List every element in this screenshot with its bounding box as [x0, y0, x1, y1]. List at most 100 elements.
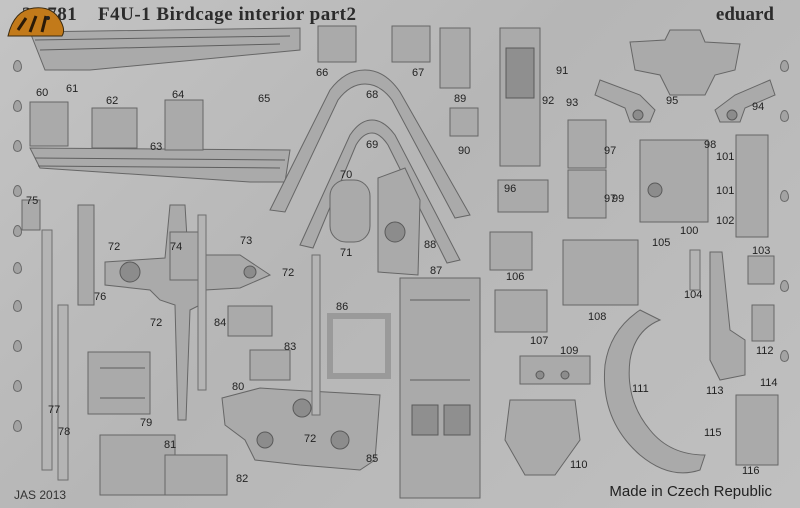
- sprue-drop: [13, 185, 22, 197]
- part-79-panel: [87, 351, 151, 415]
- part-number: 92: [542, 95, 555, 107]
- part-number: 68: [366, 89, 379, 101]
- part-96: [497, 179, 549, 213]
- part-number: 70: [340, 169, 353, 181]
- part-number: 104: [684, 289, 703, 301]
- part-95-frame: [629, 29, 741, 96]
- part-77-rail: [41, 229, 53, 471]
- part-number: 82: [236, 473, 249, 485]
- part-number: 85: [366, 453, 379, 465]
- part-number: 64: [172, 89, 185, 101]
- part-number: 110: [570, 459, 588, 471]
- part-number: 72: [150, 317, 163, 329]
- part-67: [391, 25, 431, 63]
- part-number: 69: [366, 139, 379, 151]
- part-number: 87: [430, 265, 443, 277]
- part-115-116: [735, 394, 779, 466]
- part-number: 73: [240, 235, 253, 247]
- part-number: 93: [566, 97, 579, 109]
- part-78-rail: [57, 304, 69, 481]
- sprue-drop: [13, 300, 22, 312]
- sprue-drop: [780, 350, 789, 362]
- part-104: [689, 249, 701, 291]
- sprue-drop: [13, 262, 22, 274]
- part-number: 105: [652, 237, 671, 249]
- sprue-drop: [13, 420, 22, 432]
- part-number: 61: [66, 83, 79, 95]
- part-number: 88: [424, 239, 437, 251]
- origin-label: Made in Czech Republic: [609, 483, 772, 500]
- part-103: [747, 255, 775, 285]
- part-number: 63: [150, 141, 163, 153]
- part-number: 109: [560, 345, 579, 357]
- part-113-strip: [709, 251, 746, 381]
- part-number: 86: [336, 301, 349, 313]
- part-number: 75: [26, 195, 39, 207]
- part-75: [21, 199, 41, 231]
- part-number: 94: [752, 101, 765, 113]
- part-number: 74: [170, 241, 183, 253]
- sprue-drop: [13, 225, 22, 237]
- part-number: 84: [214, 317, 227, 329]
- part-number: 96: [504, 183, 517, 195]
- part-number: 111: [632, 383, 649, 395]
- part-number: 76: [94, 291, 107, 303]
- part-number: 114: [760, 377, 778, 389]
- part-83: [249, 349, 291, 381]
- part-93-arm: [594, 79, 656, 123]
- part-number: 66: [316, 67, 329, 79]
- part-number: 95: [666, 95, 679, 107]
- tiger-logo: [7, 7, 65, 37]
- sprue-drop: [13, 340, 22, 352]
- part-number: 83: [284, 341, 297, 353]
- part-number: 90: [458, 145, 471, 157]
- part-62: [91, 107, 138, 149]
- part-85-plate: [221, 387, 381, 471]
- part-81: [99, 434, 176, 496]
- part-number: 97: [604, 145, 617, 157]
- part-number: 97: [604, 193, 617, 205]
- part-number: 101: [716, 185, 735, 197]
- part-76: [77, 204, 95, 306]
- sprue-drop: [13, 60, 22, 72]
- sprue-drop: [13, 100, 22, 112]
- set-title: F4U-1 Birdcage interior part2: [98, 4, 357, 25]
- part-number: 107: [530, 335, 549, 347]
- sprue-drop: [780, 190, 789, 202]
- part-97b: [567, 169, 607, 219]
- sprue-drop: [13, 380, 22, 392]
- part-100-box: [639, 139, 709, 223]
- part-88-panel: [377, 167, 421, 276]
- part-number: 106: [506, 271, 525, 283]
- part-number: 112: [756, 345, 774, 357]
- part-97a: [567, 119, 607, 169]
- part-number: 101: [716, 151, 735, 163]
- sprue-drop: [13, 140, 22, 152]
- part-112: [751, 304, 775, 342]
- part-number: 62: [106, 95, 119, 107]
- part-number: 102: [716, 215, 735, 227]
- part-70-71: [329, 179, 371, 243]
- rail-a: [311, 254, 321, 416]
- part-number: 60: [36, 87, 49, 99]
- part-61-frame: [29, 27, 301, 71]
- brand-logo-text: eduard: [715, 4, 774, 25]
- part-number: 72: [304, 433, 317, 445]
- rail-b: [197, 214, 207, 391]
- part-111-ring: [603, 309, 706, 474]
- part-number: 91: [556, 65, 569, 77]
- part-number: 115: [704, 427, 722, 439]
- part-110-plate: [504, 399, 581, 476]
- part-number: 108: [588, 311, 607, 323]
- part-109: [519, 355, 591, 385]
- part-60: [29, 101, 69, 147]
- part-66: [317, 25, 357, 63]
- part-number: 77: [48, 404, 61, 416]
- part-number: 116: [742, 465, 760, 477]
- part-number: 67: [412, 67, 425, 79]
- part-86-frame: [327, 313, 391, 379]
- part-number: 72: [108, 241, 121, 253]
- copyright-stamp: JAS 2013: [14, 488, 67, 502]
